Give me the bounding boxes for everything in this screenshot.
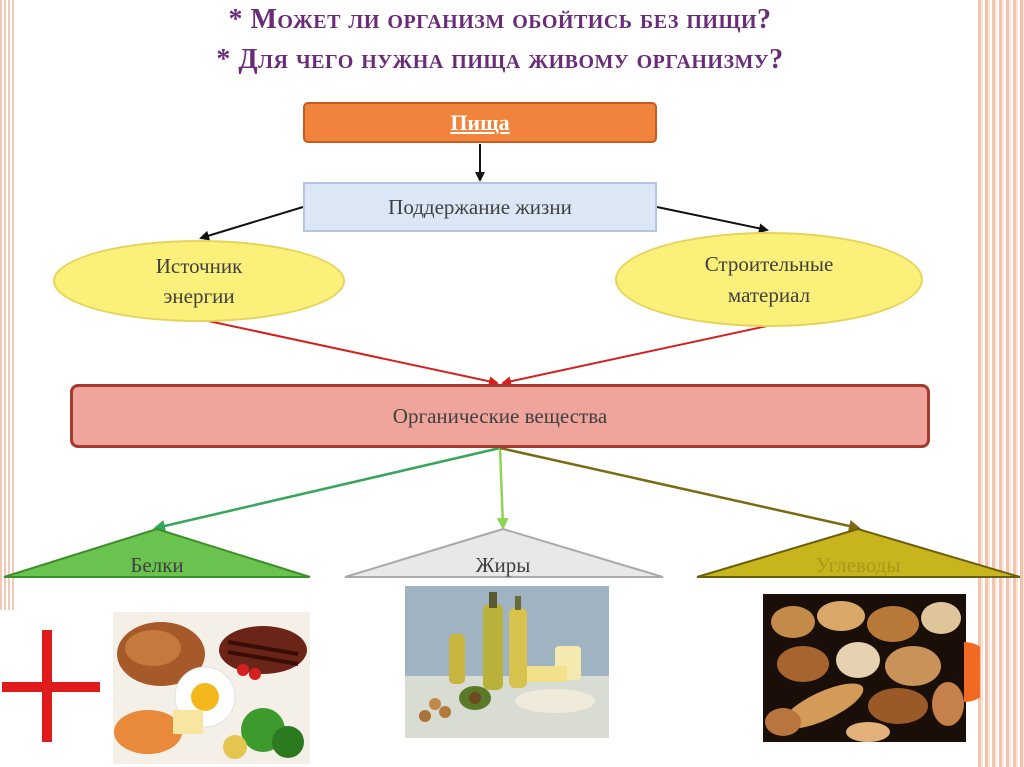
arrow-energy-to-organic [199,319,497,383]
organic-substances-box: Органические вещества [70,384,930,448]
building-material-label-1: Строительные [705,249,834,279]
energy-source-ellipse: Источник энергии [53,240,345,322]
proteins-label: Белки [57,553,257,578]
arrow-organic-to-fats [500,448,503,527]
arrow-organic-to-proteins [156,448,500,528]
building-material-ellipse: Строительные материал [615,232,923,327]
carbs-label: Углеводы [758,553,958,578]
proteins-food-photo [113,612,310,764]
red-plus-icon [0,610,110,760]
life-support-box: Поддержание жизни [303,182,657,232]
arrow-life-to-building [657,207,767,230]
carbs-food-photo [763,594,966,742]
fats-label: Жиры [403,553,603,578]
fats-food-photo [405,586,609,738]
arrow-life-to-energy [201,207,303,238]
energy-source-label-1: Источник [156,251,243,281]
arrow-building-to-organic [503,326,767,383]
food-box: Пища [303,102,657,143]
arrow-organic-to-carbs [500,448,858,528]
building-material-label-2: материал [705,280,834,310]
decorative-orange-circle [964,642,980,702]
energy-source-label-2: энергии [156,281,243,311]
